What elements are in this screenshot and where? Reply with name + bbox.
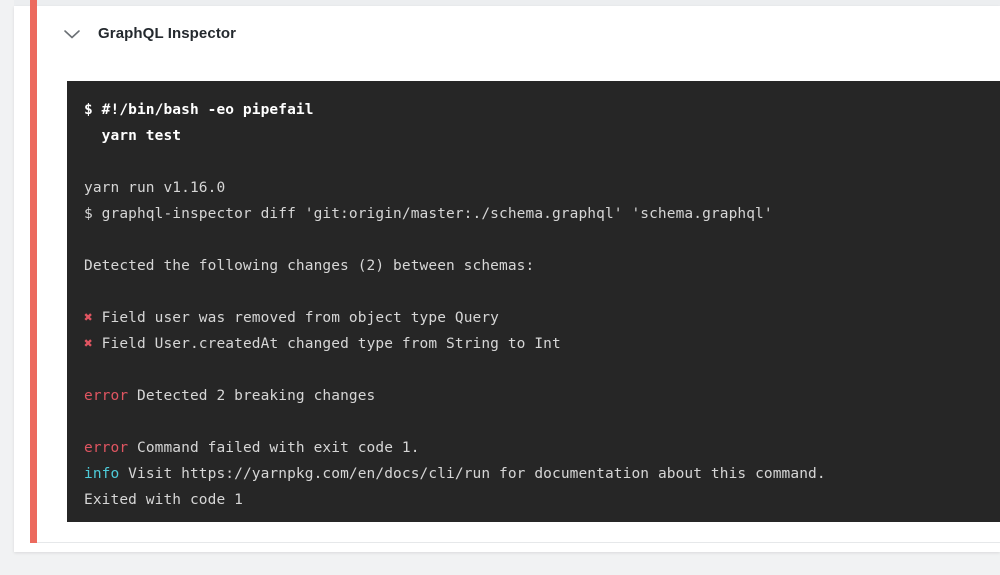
page-gutter [0, 0, 14, 575]
console-line: ✖ Field User.createdAt changed type from… [84, 331, 1000, 357]
error-label: error [84, 388, 129, 404]
console-line: ✖ Field user was removed from object typ… [84, 305, 1000, 331]
console-line-list: $ #!/bin/bash -eo pipefail yarn test yar… [67, 81, 1000, 513]
breaking-change-x-icon: ✖ [84, 310, 93, 326]
page-title: GraphQL Inspector [98, 25, 237, 42]
console-line [84, 279, 1000, 305]
console-line: $ graphql-inspector diff 'git:origin/mas… [84, 206, 773, 222]
breaking-change-x-icon: ✖ [84, 336, 93, 352]
info-label: info [84, 466, 120, 482]
console-line: error Detected 2 breaking changes [84, 383, 1000, 409]
top-separator-strip [14, 0, 1000, 6]
console-line [84, 357, 1000, 383]
log-text: Visit https://yarnpkg.com/en/docs/cli/ru… [119, 466, 826, 482]
console-line [84, 409, 1000, 435]
log-text: Detected 2 breaking changes [128, 388, 376, 404]
log-text: Command failed with exit code 1. [128, 440, 420, 456]
console-line: Exited with code 1 [84, 492, 243, 508]
chevron-down-icon[interactable] [61, 23, 83, 45]
console-line [84, 149, 1000, 175]
error-label: error [84, 440, 129, 456]
step-header[interactable]: GraphQL Inspector [37, 6, 1000, 61]
change-text: Field user was removed from object type … [92, 310, 500, 326]
console-line [84, 227, 1000, 253]
console-line: yarn run v1.16.0 [84, 180, 226, 196]
card-bottom-divider [37, 542, 1000, 543]
console-line: error Command failed with exit code 1. [84, 435, 1000, 461]
console-line: Detected the following changes (2) betwe… [84, 258, 535, 274]
console-line: $ #!/bin/bash -eo pipefail [84, 102, 314, 118]
console-output[interactable]: $ #!/bin/bash -eo pipefail yarn test yar… [67, 81, 1000, 522]
status-accent-bar [30, 0, 37, 543]
console-line: info Visit https://yarnpkg.com/en/docs/c… [84, 461, 1000, 487]
console-line: yarn test [84, 128, 182, 144]
change-text: Field User.createdAt changed type from S… [92, 336, 561, 352]
